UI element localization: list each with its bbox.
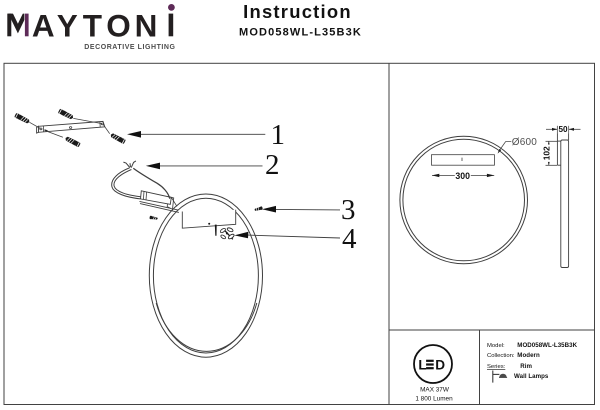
svg-text:Ø600: Ø600 bbox=[512, 137, 538, 148]
svg-text:2: 2 bbox=[265, 149, 280, 181]
svg-text:Collection:: Collection: bbox=[487, 353, 515, 359]
svg-text:Model:: Model: bbox=[487, 343, 505, 349]
svg-text:1: 1 bbox=[271, 119, 286, 151]
svg-text:Y: Y bbox=[57, 7, 78, 43]
svg-text:MOD058WL-L35B3K: MOD058WL-L35B3K bbox=[239, 27, 362, 39]
svg-text:300: 300 bbox=[455, 171, 470, 181]
svg-text:1 800 Lumen: 1 800 Lumen bbox=[415, 395, 453, 402]
svg-text:L: L bbox=[418, 358, 426, 373]
svg-text:O: O bbox=[106, 7, 131, 43]
svg-text:Wall Lamps: Wall Lamps bbox=[514, 373, 549, 380]
svg-text:50: 50 bbox=[558, 125, 568, 134]
svg-text:T: T bbox=[83, 7, 102, 43]
svg-text:A: A bbox=[32, 7, 55, 43]
svg-text:3: 3 bbox=[341, 194, 356, 226]
svg-text:Series:: Series: bbox=[487, 364, 506, 370]
svg-text:102: 102 bbox=[542, 146, 552, 160]
svg-text:N: N bbox=[135, 7, 158, 43]
svg-text:MAX 37W: MAX 37W bbox=[420, 387, 450, 394]
svg-text:DECORATIVE LIGHTING: DECORATIVE LIGHTING bbox=[84, 44, 175, 51]
svg-text:Instruction: Instruction bbox=[243, 1, 352, 22]
svg-text:4: 4 bbox=[342, 223, 357, 255]
svg-text:D: D bbox=[435, 358, 445, 373]
svg-text:MOD058WL-L35B3K: MOD058WL-L35B3K bbox=[517, 342, 577, 349]
svg-text:Rim: Rim bbox=[520, 363, 532, 370]
svg-text:Modern: Modern bbox=[517, 352, 540, 359]
